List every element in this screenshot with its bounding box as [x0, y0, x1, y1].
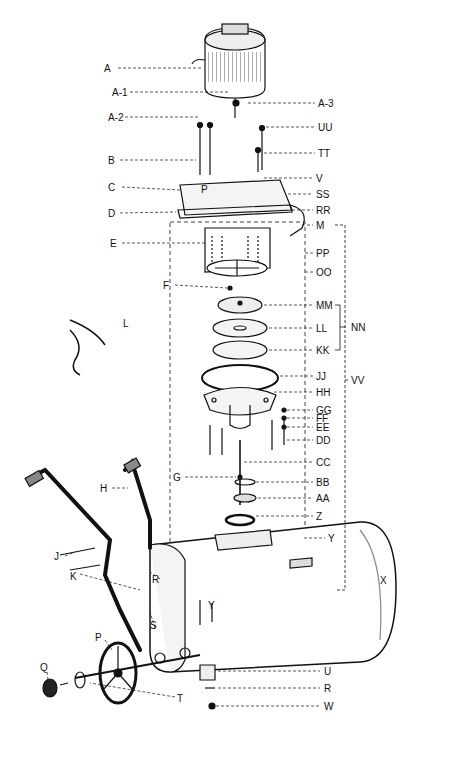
callout-letter: HH: [316, 387, 330, 398]
callout-letter: W: [324, 701, 333, 712]
callout-letter: R: [324, 683, 331, 694]
callout-letter: VV: [351, 375, 364, 386]
callout-letter: H: [100, 483, 107, 494]
callout-letter: SS: [316, 189, 329, 200]
callout-letter: C: [108, 182, 115, 193]
callout-letter: J: [54, 551, 59, 562]
callout-letter: P: [201, 184, 208, 195]
callout-letter: D: [108, 208, 115, 219]
callout-letter: R: [152, 574, 159, 585]
callout-letter: X: [380, 575, 387, 586]
callout-letter: S: [150, 620, 157, 631]
callout-letter: CC: [316, 457, 330, 468]
callout-letter: Y: [328, 533, 335, 544]
callout-letter: A-2: [108, 112, 124, 123]
callout-letter: LL: [316, 323, 327, 334]
callout-letter: MM: [316, 300, 333, 311]
callout-letter: UU: [318, 122, 332, 133]
callout-letter: G: [173, 472, 181, 483]
callout-letter: T: [177, 693, 183, 704]
callout-letter: NN: [351, 322, 365, 333]
callout-letter: KK: [316, 345, 329, 356]
callout-letter: RR: [316, 205, 330, 216]
callout-letter: Y: [208, 600, 215, 611]
callout-letter: TT: [318, 148, 330, 159]
callout-letter: DD: [316, 435, 330, 446]
callout-letter: V: [316, 173, 323, 184]
callout-letter: JJ: [316, 371, 326, 382]
callout-letter: Z: [316, 511, 322, 522]
callout-letter: EE: [316, 422, 329, 433]
callout-letter: B: [108, 155, 115, 166]
callout-letter: A-3: [318, 98, 334, 109]
callout-letter: E: [110, 238, 117, 249]
callout-letter: P: [95, 632, 102, 643]
callout-letter: Q: [40, 662, 48, 673]
callout-letter: M: [316, 220, 324, 231]
callout-letter: A: [104, 63, 111, 74]
callout-letter: F: [163, 280, 169, 291]
callout-letter: U: [324, 666, 331, 677]
callout-letter: AA: [316, 493, 329, 504]
callout-letter: PP: [316, 248, 329, 259]
callout-letter: A-1: [112, 87, 128, 98]
callout-letter: OO: [316, 267, 332, 278]
callout-letter: BB: [316, 477, 329, 488]
callout-letter: K: [70, 571, 77, 582]
callout-letter: L: [123, 318, 129, 329]
